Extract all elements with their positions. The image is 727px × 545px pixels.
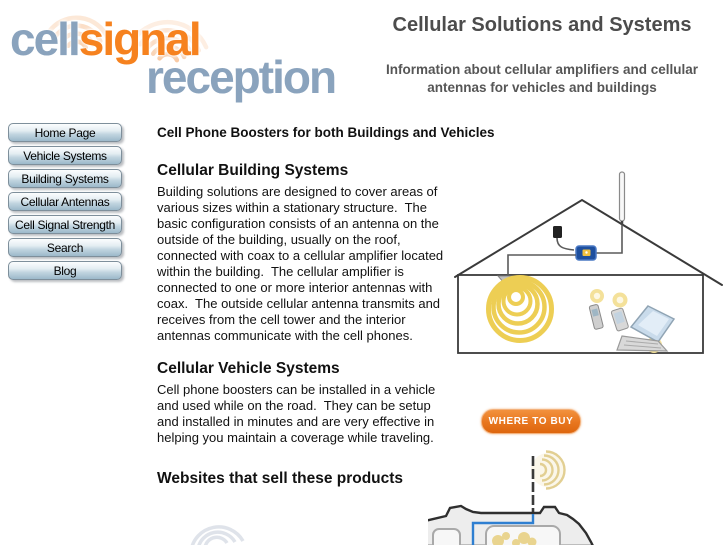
- vehicle-systems-heading: Cellular Vehicle Systems: [157, 360, 340, 377]
- house-roof: [454, 198, 723, 286]
- coax-amplifier-to-interior: [507, 254, 576, 275]
- sidebar-item-cell-signal-strength[interactable]: Cell Signal Strength: [8, 215, 122, 234]
- logo-signal-arcs-icon: [46, 15, 209, 63]
- cellular-amplifier-icon: [575, 245, 597, 261]
- vehicle-coax-cable: [471, 514, 535, 545]
- logo-text-reception: reception: [146, 51, 337, 103]
- building-systems-heading: Cellular Building Systems: [157, 162, 349, 179]
- vehicle-system-illustration: [428, 450, 594, 545]
- sidebar-item-home-page[interactable]: Home Page: [8, 123, 122, 142]
- intro-heading: Cell Phone Boosters for both Buildings a…: [157, 125, 495, 140]
- smartphone-icon: [610, 307, 629, 332]
- vehicle-interior-glow-icons: [492, 532, 537, 545]
- where-to-buy-button[interactable]: WHERE TO BUY: [481, 409, 581, 434]
- site-logo[interactable]: cellsignal reception: [8, 4, 363, 116]
- sidebar-item-building-systems[interactable]: Building Systems: [8, 169, 122, 188]
- page-header: Cellular Solutions and Systems Informati…: [368, 8, 716, 97]
- page-subtitle: Information about cellular amplifiers an…: [385, 62, 699, 95]
- sidebar-nav: Home Page Vehicle Systems Building Syste…: [8, 123, 126, 284]
- logo-wordmark-line1: cellsignal: [10, 13, 202, 65]
- sidebar-item-blog[interactable]: Blog: [8, 261, 122, 280]
- logo-text-cell: cell: [10, 13, 81, 65]
- interior-signal-arcs-icon: [486, 275, 554, 343]
- power-adapter-icon: [553, 226, 575, 251]
- page-title: Cellular Solutions and Systems: [392, 14, 692, 36]
- laptop-icon: [616, 305, 676, 352]
- sidebar-item-vehicle-systems[interactable]: Vehicle Systems: [8, 146, 122, 165]
- coax-antenna-to-amplifier: [596, 225, 623, 254]
- sidebar-item-cellular-antennas[interactable]: Cellular Antennas: [8, 192, 122, 211]
- building-system-illustration: [454, 171, 723, 354]
- rooftop-antenna-icon: [618, 171, 626, 225]
- footer-partial-logo-arcs-icon: [190, 525, 245, 545]
- building-systems-paragraph: Building solutions are designed to cover…: [157, 184, 447, 343]
- sidebar-item-search[interactable]: Search: [8, 238, 122, 257]
- vehicle-signal-arcs-icon: [531, 450, 566, 490]
- vehicle-systems-paragraph: Cell phone boosters can be installed in …: [157, 382, 439, 445]
- logo-text-signal: signal: [78, 13, 202, 65]
- cell-phone-icon: [588, 304, 604, 330]
- websites-heading: Websites that sell these products: [157, 470, 404, 487]
- main-content: Cell Phone Boosters for both Buildings a…: [157, 118, 495, 488]
